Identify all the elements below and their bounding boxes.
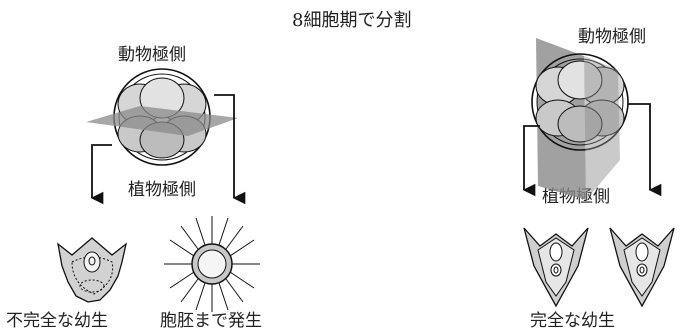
left-animal-pole-label: 動物極側 xyxy=(118,45,186,65)
incomplete-larva-label: 不完全な幼生 xyxy=(6,311,108,331)
blastula-label: 胞胚まで発生 xyxy=(160,311,262,331)
right-arrow-down-right xyxy=(628,103,662,197)
complete-larva-icon-1 xyxy=(523,227,589,308)
blastula-icon xyxy=(164,216,260,312)
complete-larva-label: 完全な幼生 xyxy=(530,311,615,331)
left-arrow-down-right xyxy=(214,94,246,205)
right-animal-pole-label: 動物極側 xyxy=(578,27,646,47)
left-cut-plane xyxy=(86,106,238,136)
incomplete-larva-icon xyxy=(57,237,128,303)
complete-larva-icon-2 xyxy=(609,227,675,308)
left-vegetal-pole-label: 植物極側 xyxy=(128,180,196,200)
title: 8細胞期で分割 xyxy=(292,10,412,31)
right-arrow-down-left xyxy=(522,125,540,197)
right-embryo xyxy=(531,53,629,151)
left-arrow-down-left xyxy=(90,144,112,205)
